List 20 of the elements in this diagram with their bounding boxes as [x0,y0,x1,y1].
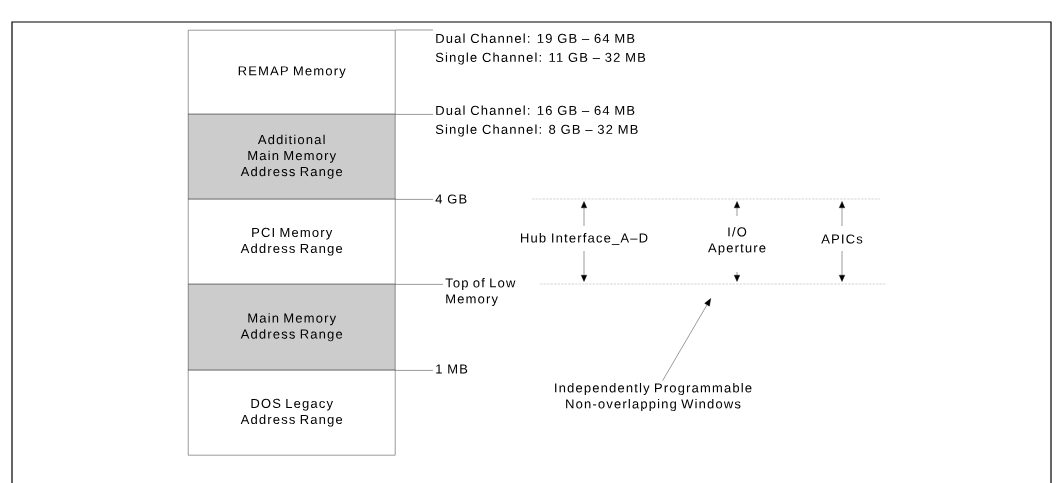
leader-arrow [662,298,711,381]
leader-line [395,370,434,371]
memory-region-box: DOS Legacy Address Range [188,370,396,456]
address-label: Dual Channel: 19 GB – 64 MB Single Channel: 11 GB – 32 MB [435,33,646,65]
address-label: 1 MB [436,364,468,374]
memory-region-box: REMAP Memory [188,30,396,115]
memory-region-box: Additional Main Memory Address Range [188,114,396,200]
leader-line [395,114,434,115]
memory-region-box: PCI Memory Address Range [188,199,396,285]
memory-region-box: Main Memory Address Range [188,284,396,371]
leader-line [395,284,444,285]
range-label: I/O Aperture [708,226,766,256]
range-label: APICs [821,234,863,244]
address-label: Top of Low Memory [445,277,516,307]
annotation-text: Independently Programmable Non-overlapping Windows [555,382,752,412]
leader-line [395,199,434,200]
range-label: Hub Interface_A–D [521,233,648,245]
address-label: Dual Channel: 16 GB – 64 MB Single Channel: 8 GB – 32 MB [435,105,638,137]
address-label: 4 GB [435,194,467,204]
leader-line [395,29,434,31]
